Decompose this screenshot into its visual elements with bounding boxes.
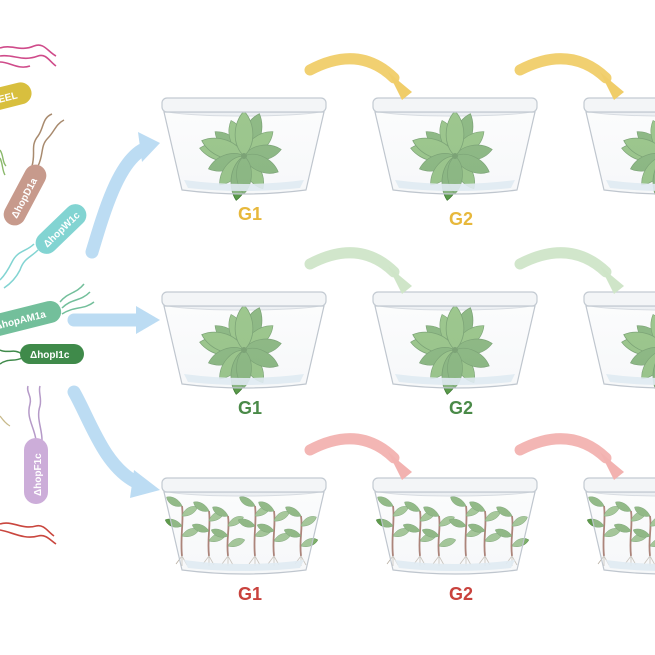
transfer-arrow [514,247,624,294]
transfer-arrow [304,433,412,480]
bacterium-red-flagella [0,522,57,545]
inoculation-arrows [67,132,160,498]
generation-row-1: G1 G2 [161,53,655,229]
inoculation-arrowhead-top [138,132,160,162]
bacterium-small-flagella [0,415,11,427]
inoculation-arrow-bottom [67,385,143,489]
transfer-arrow [304,53,412,100]
bacterium-hopf1c-label: ΔhopF1c [33,453,44,496]
culture-pot [583,477,655,575]
generation-label-g1: G1 [238,398,262,418]
pot-body [374,305,536,389]
transfer-arrowhead [388,72,412,100]
bacterium-magenta-flagella [0,44,57,68]
pot-rim [372,97,538,113]
transfer-arrow [304,247,412,294]
bacterium-hopd1a: ΔhopD1a [3,113,65,226]
pot-body [374,111,536,195]
culture-pot [583,291,655,397]
generation-row-2: G1 G2 [161,247,655,418]
generation-label-g1: G1 [238,204,262,224]
transfer-arrow-shaft [514,53,612,84]
bacterium-hopi1c: ΔhopI1c [0,344,84,365]
culture-pot [372,97,538,203]
transfer-arrow-shaft [304,433,400,464]
transfer-arrowhead [600,266,624,294]
generation-label-g2: G2 [449,584,473,604]
bacterium-hopam1a: ΔhopAM1a [0,283,95,338]
inoculation-arrowhead-middle [136,306,160,334]
pot-rim [583,477,655,493]
inoculation-arrow-top [85,143,149,259]
pot-body [585,491,655,575]
culture-pot [372,291,538,397]
pot-body [585,305,655,389]
pot-body [163,305,325,389]
generation-label-g2: G2 [449,209,473,229]
transfer-arrow [514,433,624,480]
bacterium-eel: EEL [0,82,32,112]
culture-pot [583,97,655,203]
bacterium-hopf1c: ΔhopF1c [24,385,48,504]
bacteria-column: EEL ΔhopD1a ΔhopW1c [0,44,95,545]
culture-pot [161,291,327,397]
generation-label-g1: G1 [238,584,262,604]
transfer-arrow-shaft [304,53,400,84]
transfer-arrow-shaft [514,433,612,464]
transfer-arrowhead [600,72,624,100]
bacterium-hopi1c-label: ΔhopI1c [30,350,70,361]
transfer-arrowhead [388,266,412,294]
transfer-arrow [514,53,624,100]
pot-body [585,111,655,195]
culture-pot [372,477,538,575]
pot-body [374,491,536,575]
transfer-arrowhead [600,452,624,480]
pot-rim [161,477,327,493]
bacterium-green-flagella [0,149,7,176]
pot-rim [161,291,327,307]
generation-row-3: G1 G2 [161,433,655,604]
pot-rim [583,291,655,307]
bacterium-eel-label: EEL [0,90,19,105]
pot-rim [161,97,327,113]
pot-body [163,111,325,195]
transfer-arrow-shaft [304,247,400,278]
generation-label-g2: G2 [449,398,473,418]
pot-body [163,491,325,575]
pot-rim [372,477,538,493]
inoculation-arrowhead-bottom [130,470,160,498]
culture-pot [161,477,327,575]
pot-rim [583,97,655,113]
transfer-arrowhead [388,452,412,480]
pot-rim [372,291,538,307]
transfer-arrow-shaft [514,247,612,278]
culture-pot [161,97,327,203]
